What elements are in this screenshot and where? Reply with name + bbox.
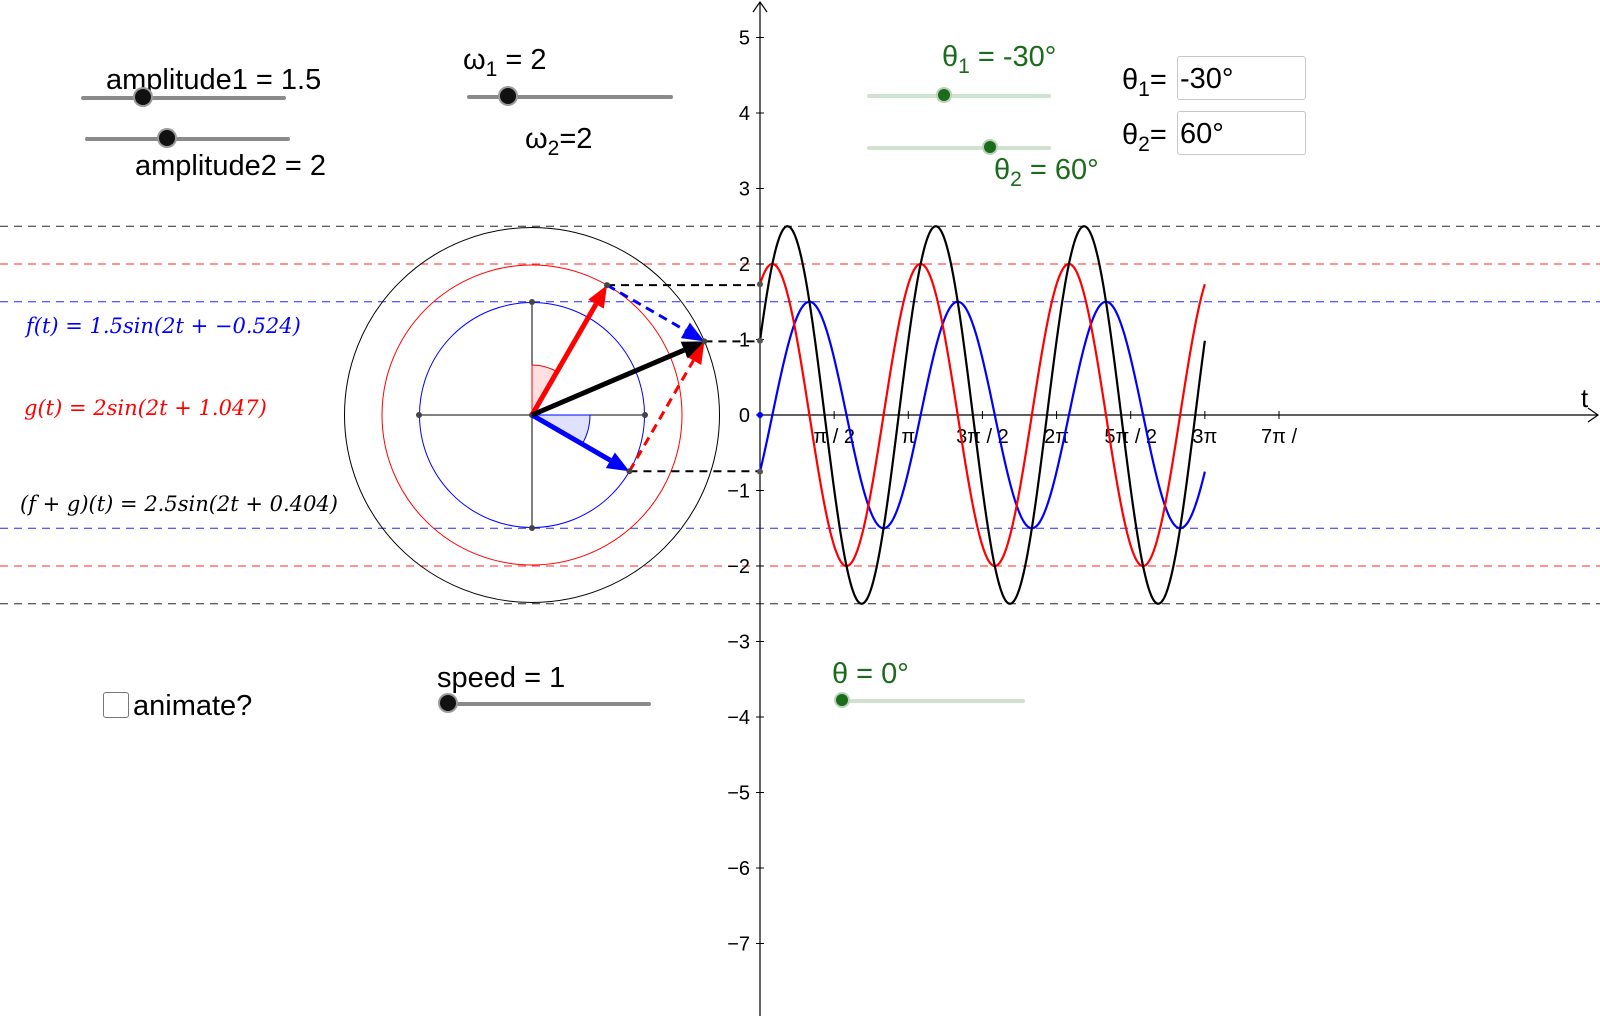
slider-track bbox=[467, 95, 673, 99]
slider-track bbox=[867, 146, 1051, 150]
formula-f: f(t) = 1.5sin(2t + −0.524) bbox=[26, 314, 301, 338]
theta1-input-label: θ1= bbox=[1122, 64, 1167, 101]
y-tick-label: 1 bbox=[739, 330, 750, 352]
vector-f-shifted-head bbox=[680, 322, 705, 342]
omega1-label: ω1 = 2 bbox=[463, 44, 547, 81]
y-tick-label: −2 bbox=[727, 556, 750, 578]
circle-g bbox=[381, 264, 683, 566]
sine-curves bbox=[757, 225, 1206, 605]
x-axis-arrow bbox=[1587, 407, 1600, 423]
vector-g bbox=[529, 302, 599, 417]
theta2-slider-label: θ2 = 60° bbox=[994, 154, 1099, 191]
vector-tip-point bbox=[701, 338, 708, 345]
animate-label: animate? bbox=[133, 690, 253, 722]
x-tick-label: π / 2 bbox=[813, 426, 855, 448]
vector-tip-point bbox=[604, 282, 611, 289]
vector-f bbox=[530, 412, 612, 463]
phasor-point bbox=[529, 299, 535, 305]
y-tick-label: 3 bbox=[739, 179, 750, 201]
x-tick-label: 7π / bbox=[1261, 426, 1297, 448]
amplitude2-label: amplitude2 = 2 bbox=[135, 150, 327, 182]
amplitude2-slider[interactable] bbox=[85, 129, 290, 149]
slider-track bbox=[867, 94, 1051, 98]
phasor-point bbox=[642, 412, 648, 418]
phasor-point bbox=[529, 525, 535, 531]
theta1-slider-label: θ1 = -30° bbox=[942, 41, 1057, 78]
y-tick-label: 5 bbox=[739, 28, 750, 50]
speed-label: speed = 1 bbox=[437, 662, 566, 694]
start-point-fg bbox=[757, 337, 763, 344]
formula-g: g(t) = 2sin(2t + 1.047) bbox=[24, 396, 267, 420]
x-axis-label: t bbox=[1581, 383, 1589, 413]
slider-track bbox=[81, 96, 286, 100]
y-tick-label: −4 bbox=[727, 707, 750, 729]
y-tick-label: −3 bbox=[727, 632, 750, 654]
theta-slider[interactable] bbox=[836, 691, 1025, 711]
vector-g-shifted-head bbox=[685, 341, 705, 365]
slider-knob[interactable] bbox=[500, 88, 517, 104]
circle-fg bbox=[344, 227, 720, 603]
theta1-input[interactable]: -30° bbox=[1177, 56, 1306, 100]
slider-track bbox=[448, 702, 651, 706]
vector-tip-point bbox=[626, 468, 633, 475]
y-tick-label: 4 bbox=[739, 103, 750, 125]
phasor-diagram bbox=[344, 227, 760, 603]
y-tick-label: −5 bbox=[727, 783, 750, 805]
omega1-slider[interactable] bbox=[467, 87, 673, 107]
x-tick-label: 5π / 2 bbox=[1104, 426, 1157, 448]
speed-slider[interactable] bbox=[440, 694, 651, 714]
y-tick-label: 2 bbox=[739, 254, 750, 276]
y-tick-label: −6 bbox=[727, 858, 750, 880]
theta1-slider[interactable] bbox=[867, 86, 1051, 106]
slider-knob[interactable] bbox=[159, 130, 175, 146]
vector-f-head bbox=[605, 452, 630, 472]
x-tick-label: 3π bbox=[1192, 426, 1217, 448]
y-tick-label: −1 bbox=[727, 481, 750, 503]
origin-point bbox=[757, 412, 763, 418]
reference-lines bbox=[0, 225, 1600, 605]
slider-knob[interactable] bbox=[134, 89, 151, 105]
slider-knob[interactable] bbox=[983, 141, 996, 153]
theta2-input-label: θ2= bbox=[1122, 119, 1167, 156]
animate-checkbox[interactable] bbox=[103, 692, 129, 718]
x-tick-label: π bbox=[901, 426, 915, 448]
start-point-f bbox=[757, 468, 763, 475]
theta2-slider[interactable] bbox=[867, 138, 1051, 158]
slider-track bbox=[842, 699, 1025, 703]
curve-fg bbox=[758, 225, 1206, 605]
vector-g-head bbox=[588, 285, 608, 309]
vector-g-shifted bbox=[628, 359, 695, 473]
curve-f bbox=[758, 300, 1206, 530]
formula-fg: (f + g)(t) = 2.5sin(2t + 0.404) bbox=[20, 492, 338, 516]
x-tick-label: 3π / 2 bbox=[956, 426, 1009, 448]
y-tick-label: −7 bbox=[727, 934, 750, 956]
curve-g bbox=[758, 262, 1206, 568]
slider-knob[interactable] bbox=[937, 89, 950, 101]
start-point-g bbox=[757, 281, 763, 288]
y-tick-label: 0 bbox=[739, 405, 750, 427]
y-axis-arrow bbox=[752, 0, 768, 13]
slider-track bbox=[85, 137, 290, 141]
theta-slider-label: θ = 0° bbox=[832, 658, 909, 690]
theta2-input[interactable]: 60° bbox=[1177, 111, 1306, 155]
vector-f-shifted bbox=[606, 283, 687, 332]
slider-knob[interactable] bbox=[836, 694, 848, 706]
phasor-point bbox=[416, 412, 422, 418]
slider-knob[interactable] bbox=[440, 695, 456, 711]
vector-fg-head bbox=[680, 341, 705, 359]
vector-fg bbox=[531, 347, 686, 418]
amplitude1-slider[interactable] bbox=[81, 88, 286, 108]
omega2-label: ω2=2 bbox=[525, 123, 593, 160]
